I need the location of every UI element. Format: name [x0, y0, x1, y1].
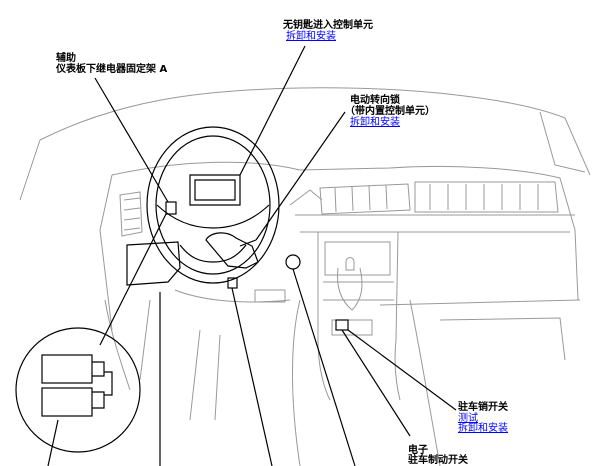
relay-bracket-label-line2: 仪表板下继电器固定架 A	[56, 64, 168, 75]
console-lines	[323, 281, 394, 301]
windshield-top-edge	[39, 87, 566, 141]
center-vent-corner	[289, 189, 323, 206]
gear-knob	[345, 257, 355, 271]
left-vent	[119, 191, 143, 237]
tunnel-left	[292, 299, 301, 466]
dashboard-left-side	[99, 174, 113, 331]
left-vent-slats	[123, 197, 141, 231]
relay-bracket-label-line1: 辅助	[56, 53, 76, 64]
steering-wheel-inner	[155, 135, 271, 275]
leader-steering-lock	[255, 111, 346, 241]
right-vent	[414, 181, 559, 213]
steering-wheel-outer	[146, 126, 280, 284]
keyless-unit-label: 无钥匙进入控制单元	[283, 20, 373, 31]
right-vent-slats	[429, 184, 539, 210]
gear-lever	[337, 267, 363, 311]
leader-keyless-unit	[239, 45, 306, 176]
steering-lock-body	[205, 232, 259, 269]
passenger-lower	[439, 317, 566, 361]
detail-lower-relay	[41, 387, 93, 417]
dashboard-right-side	[559, 177, 579, 301]
leader-relay-bracket	[94, 77, 169, 203]
meter-cluster-inner	[194, 179, 236, 201]
steering-lock-pin	[239, 239, 257, 247]
right-a-pillar-inner	[539, 111, 586, 173]
steering-wheel-spoke	[156, 204, 270, 229]
left-a-pillar	[19, 139, 41, 201]
detail-upper-relay	[41, 354, 93, 384]
steering-wheel-hub	[179, 244, 247, 263]
steering-lock-install-link[interactable]: 拆卸和安装	[350, 117, 400, 128]
glovebox-line	[379, 299, 581, 306]
park-pin-switch-part	[335, 319, 349, 331]
detail-connector	[104, 371, 113, 396]
parking-brake-switch-label-line1: 电子	[408, 445, 428, 456]
pedal-area-lines	[139, 299, 221, 421]
steering-lock-label-line2: （带内置控制单元）	[345, 106, 435, 117]
meter-cluster	[189, 174, 241, 206]
climate-panel	[324, 241, 391, 276]
leader-inset-down	[47, 419, 59, 466]
detail-inset-circle	[15, 327, 141, 453]
relay-bracket	[165, 201, 177, 215]
small-panel	[254, 289, 286, 303]
keyless-unit-install-link[interactable]: 拆卸和安装	[286, 31, 336, 42]
leader-parking-brake-switch	[341, 329, 411, 437]
center-vent	[319, 183, 411, 215]
leader-park-pin-switch	[347, 329, 457, 411]
right-a-pillar	[564, 117, 591, 176]
detail-tabs	[92, 361, 105, 409]
leader-parking-switch-down	[231, 287, 273, 466]
steering-lock-label-line1: 电动转向锁	[350, 95, 400, 106]
parking-brake-switch-label-line2: 驻车制动开关	[408, 455, 468, 466]
console-switch-panel	[331, 319, 373, 336]
knee-panel	[174, 289, 291, 303]
park-pin-switch-test-link[interactable]: 测试	[458, 413, 478, 424]
start-button	[285, 254, 301, 270]
leader-relay-to-inset	[99, 213, 167, 346]
park-pin-switch-label: 驻车销开关	[458, 402, 508, 413]
center-stack-right	[394, 231, 401, 401]
dashboard-top	[111, 161, 561, 179]
tunnel-right	[409, 299, 441, 466]
center-stack-left	[317, 232, 331, 401]
left-door-line	[104, 299, 131, 391]
center-vent-slats	[334, 184, 388, 213]
leader-start-down	[292, 268, 356, 466]
park-pin-switch-install-link[interactable]: 拆卸和安装	[458, 423, 508, 434]
under-dash-panel	[126, 241, 181, 286]
